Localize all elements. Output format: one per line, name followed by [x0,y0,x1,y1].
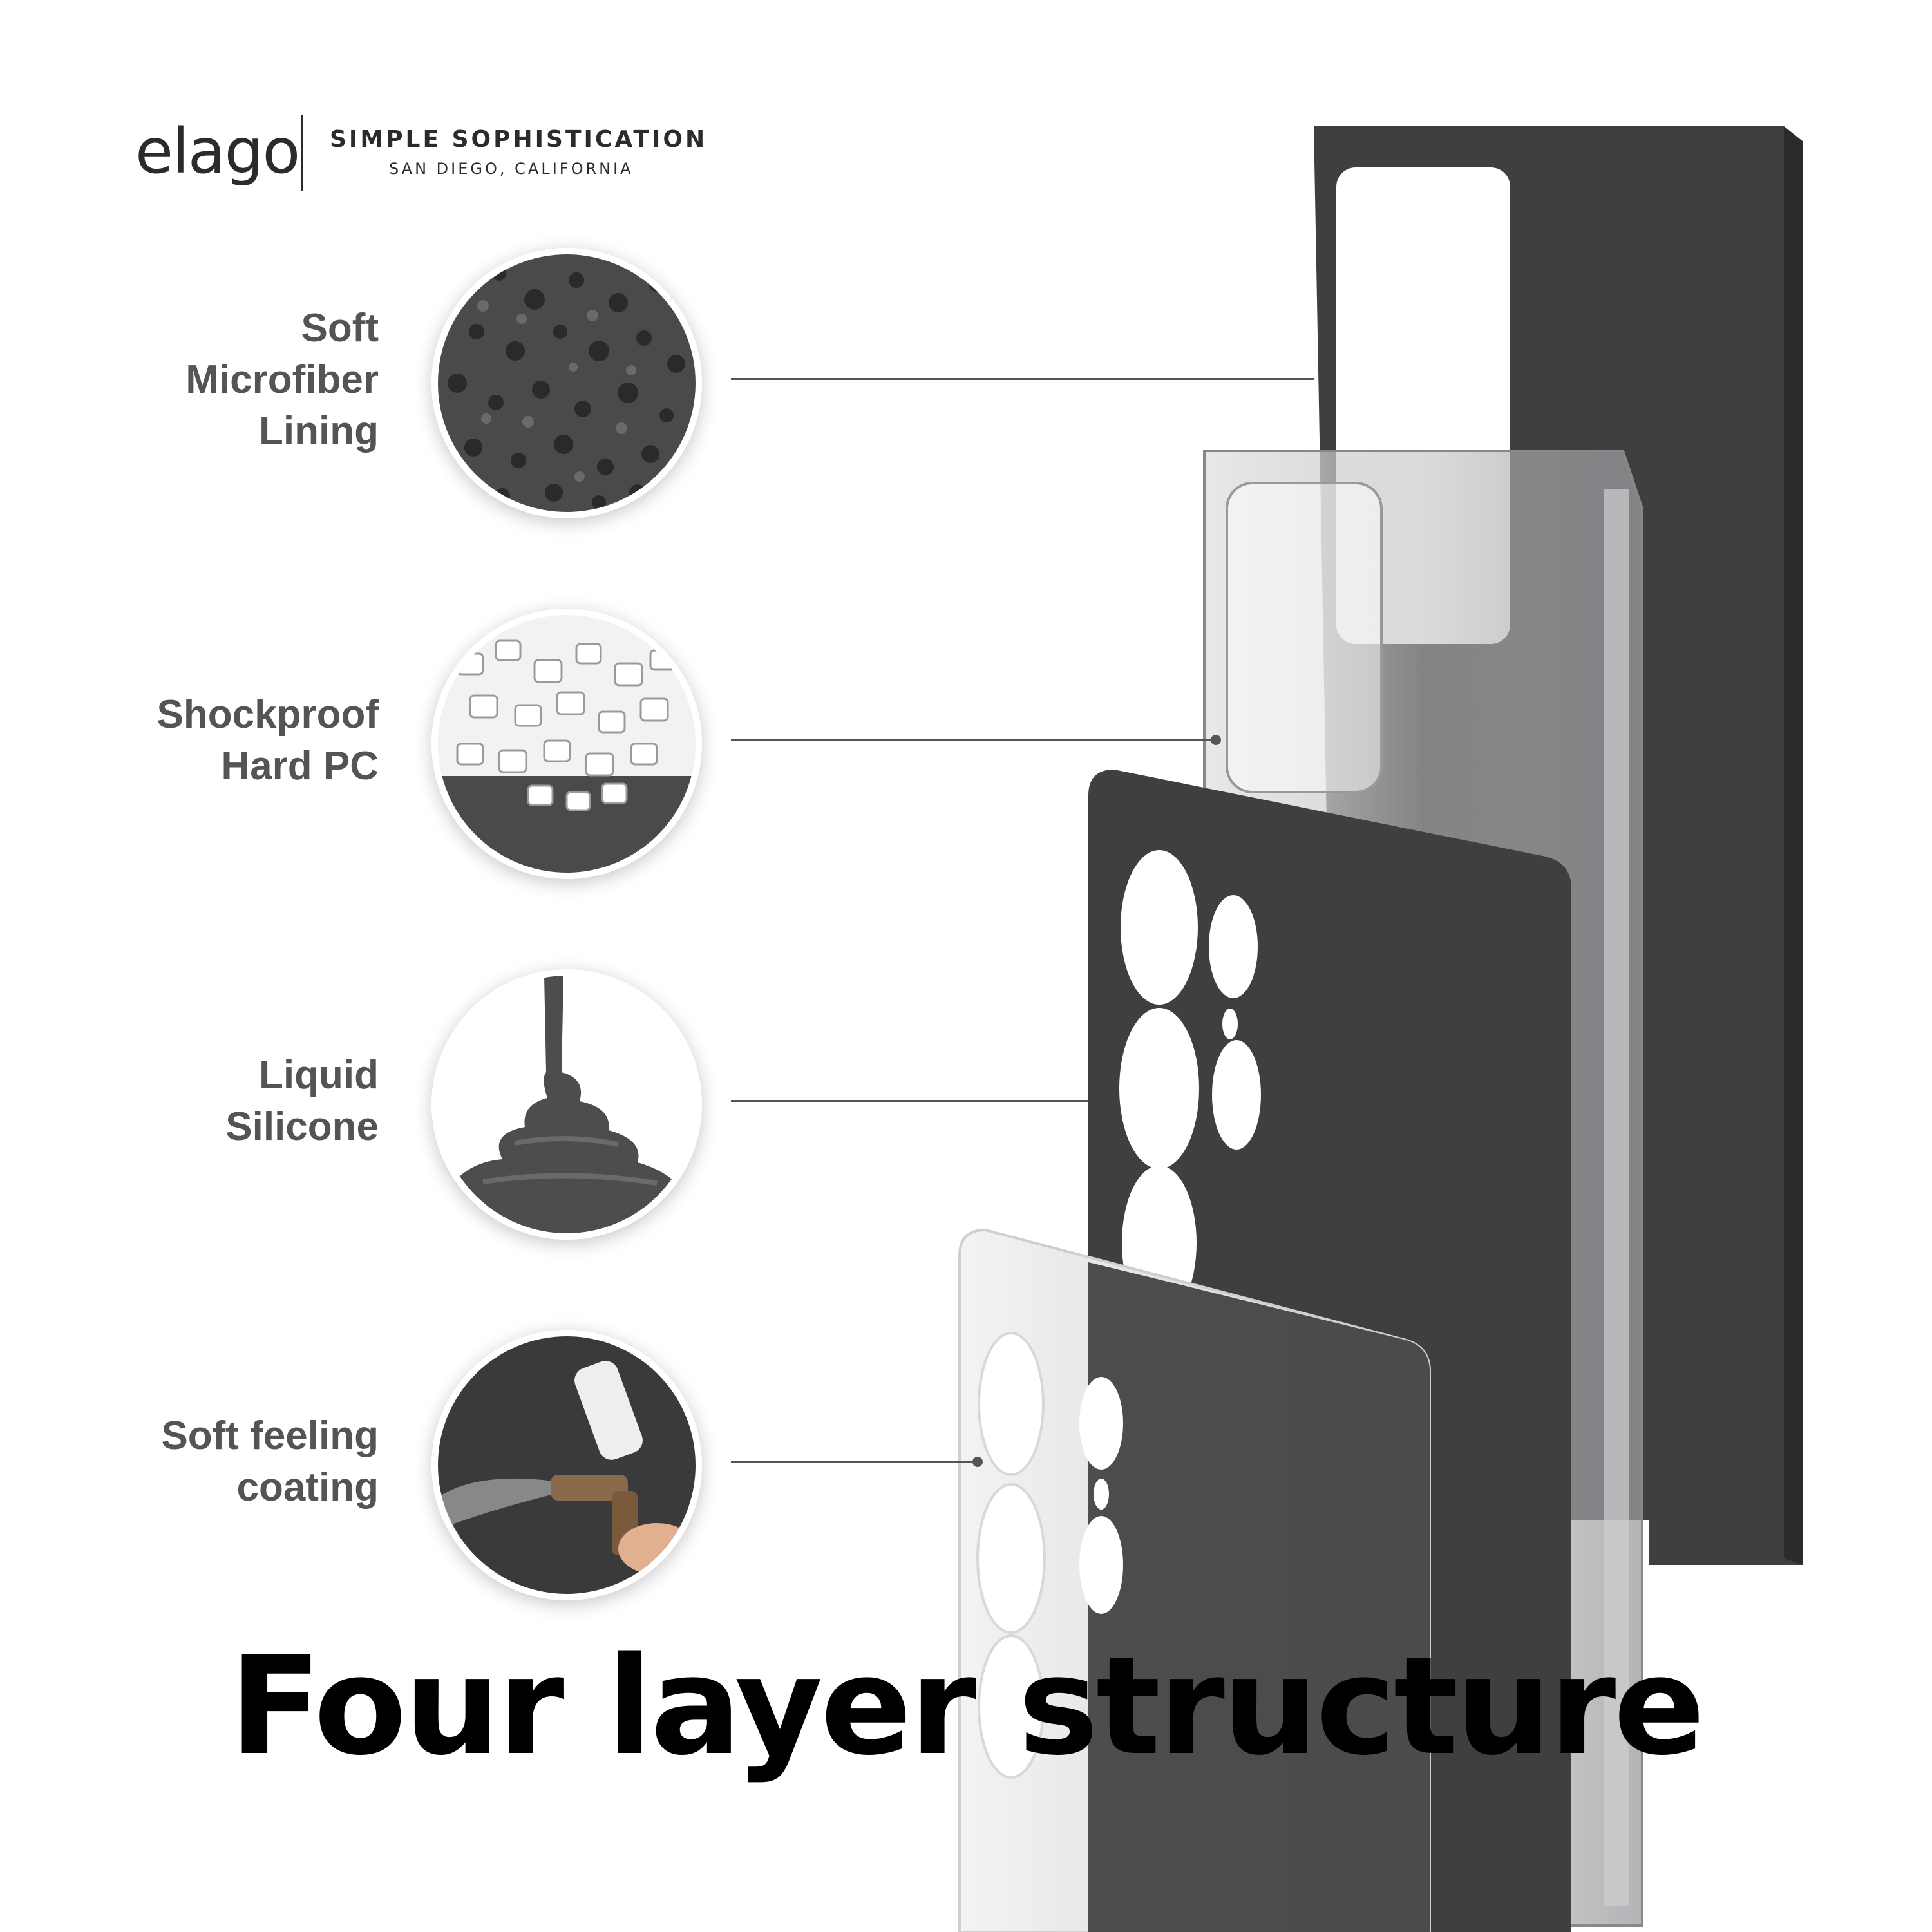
spray-gun-icon [431,1330,702,1600]
layer-label-microfiber: Soft Microfiber Lining [185,306,379,453]
case-layers-illustration [958,126,1803,1932]
layer-label-silicone: Liquid Silicone [225,1053,379,1149]
logo-divider [301,115,303,191]
coating-layer-shell [958,1228,1431,1932]
leader-line-microfiber [731,378,1314,380]
brand-location: SAN DIEGO, CALIFORNIA [389,160,634,178]
elago-logo: elago [135,115,300,187]
leader-line-coating [731,1461,972,1463]
leader-line-hard-pc [731,739,1217,741]
headline: Four layer structure [229,1627,1705,1785]
layer-label-coating: Soft feeling coating [161,1414,379,1510]
microfiber-texture-icon [431,248,702,518]
layer-label-hard-pc: Shockproof Hard PC [156,692,379,788]
liquid-silicone-icon [431,969,702,1240]
pc-pellets-icon [431,609,702,879]
leader-dot-coating [972,1457,983,1467]
leader-line-silicone [731,1100,1088,1102]
leader-dot-hard-pc [1211,735,1221,745]
brand-tagline: SIMPLE SOPHISTICATION [330,126,708,153]
